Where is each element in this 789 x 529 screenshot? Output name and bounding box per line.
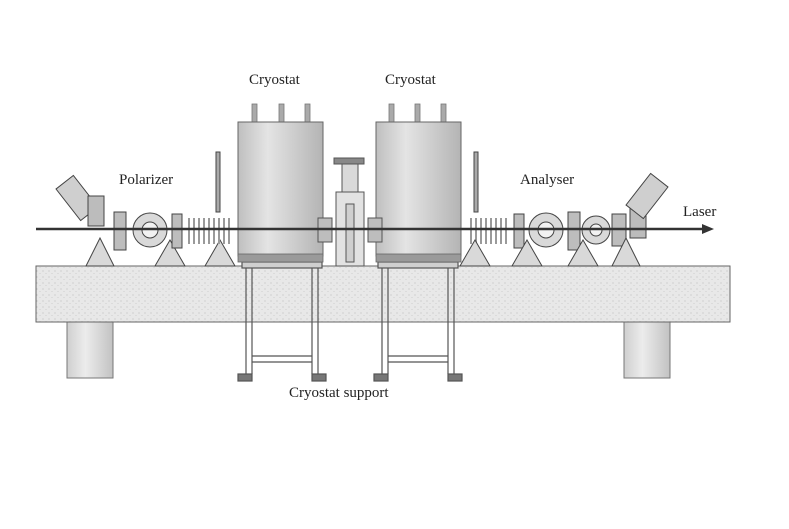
polarizer-label: Polarizer	[119, 172, 174, 188]
optical-bench	[35, 265, 731, 323]
cryostat-right-label: Cryostat	[385, 72, 436, 88]
cryostat-support-left	[237, 261, 327, 382]
analyser-assembly	[459, 151, 669, 267]
analyser-label: Analyser	[520, 172, 575, 188]
polarizer-assembly	[55, 151, 236, 267]
table-leg-left	[66, 321, 114, 379]
central-column	[317, 157, 383, 267]
laser-arrowhead	[702, 224, 714, 234]
cryostat-right	[375, 103, 462, 263]
cryostat-left-label: Cryostat	[249, 72, 300, 88]
laser-label: Laser	[683, 204, 717, 220]
cryostat-support-right	[373, 261, 463, 382]
cryostat-left	[237, 103, 324, 263]
table-leg-right	[623, 321, 671, 379]
cryostat-support-label: Cryostat support	[289, 385, 389, 401]
